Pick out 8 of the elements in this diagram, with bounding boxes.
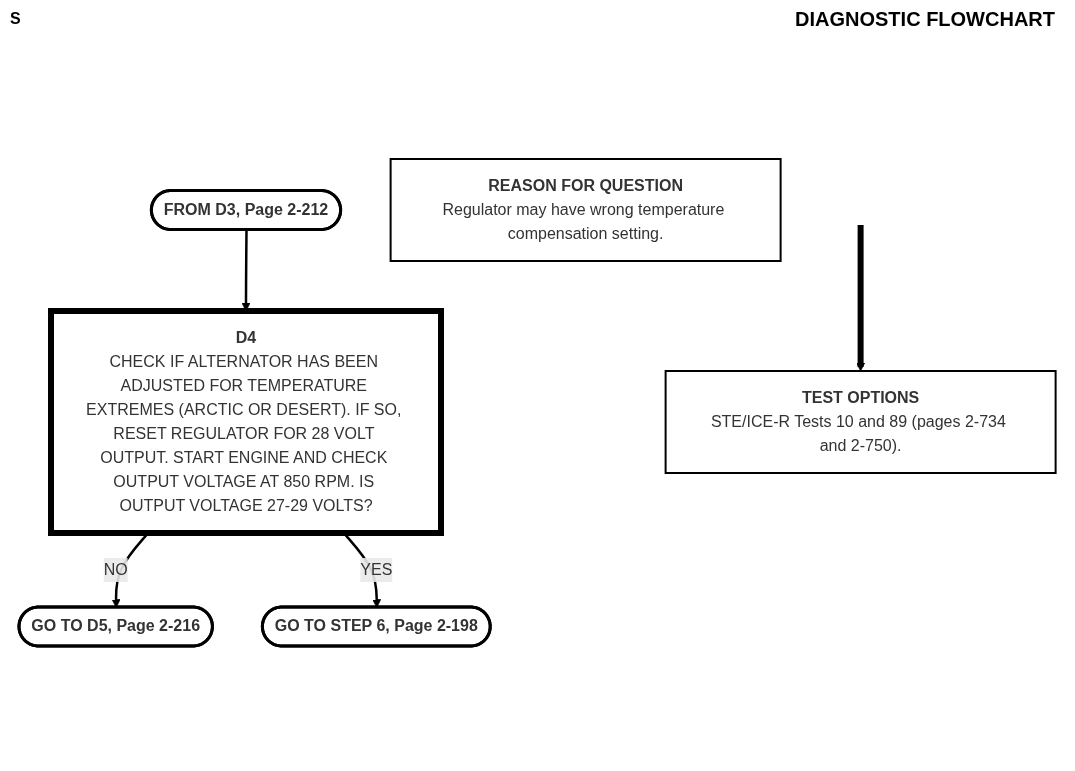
- arrow: [856, 225, 866, 372]
- edge-label: YES: [360, 561, 393, 578]
- node-box: D4 CHECK IF ALTERNATOR HAS BEEN ADJUSTED FOR TEMPERATURE EXTREMES (ARCTIC OR DESERT). IF SO, RESET REGULATOR FOR 28 VOLT OUTPUT. START ENGINE AND CHECK OUTPUT VOLTAGE AT 850 RPM. IS OUTPUT VOLTAGE 27-29 VOLTS?: [48, 308, 445, 536]
- node-box: TEST OPTIONS STE/ICE-R Tests 10 and 89 (pages 2-734 and 2-750).: [664, 370, 1057, 474]
- diagram-title: DIAGNOSTIC FLOWCHART: [795, 8, 1055, 31]
- node-box: REASON FOR QUESTION Regulator may have wrong temperature compensation setting.: [389, 158, 782, 262]
- edge-label: NO: [103, 561, 128, 578]
- partial-box-heading: S: [10, 10, 21, 28]
